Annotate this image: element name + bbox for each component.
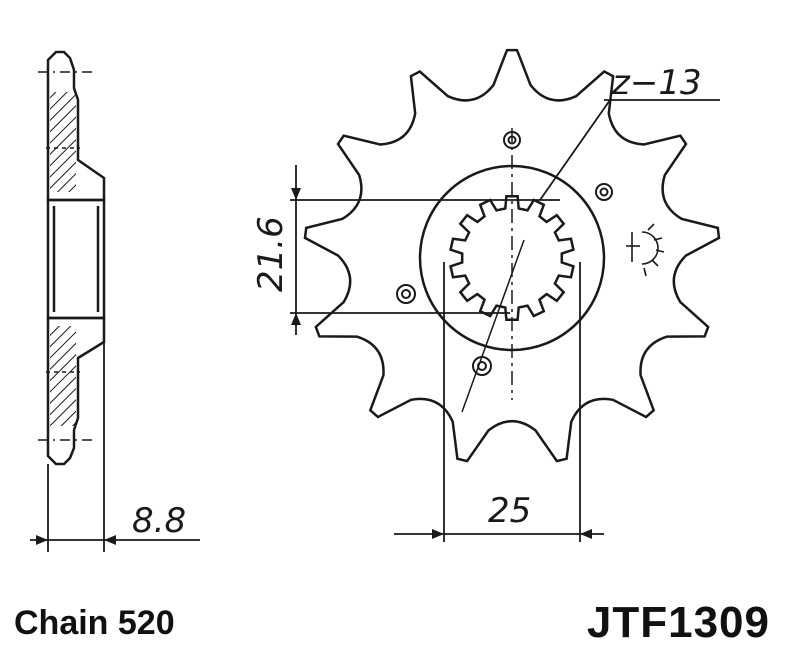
hardened-mark-icon — [626, 223, 665, 277]
tooth-count-label: z−13 — [611, 63, 702, 103]
splined-bore — [449, 194, 575, 322]
tooth-count-leader — [539, 99, 611, 201]
chain-size-caption: Chain 520 — [14, 604, 175, 642]
bolt-hole-right — [595, 183, 613, 201]
side-view-upper-hatch — [50, 92, 76, 192]
front-view — [290, 48, 721, 542]
bolt-hole-left — [396, 284, 416, 304]
side-view-lower-hatch — [50, 326, 76, 426]
side-view — [30, 50, 200, 552]
side-view-lower-tooth — [46, 316, 106, 466]
width-dimension-label: 8.8 — [132, 501, 186, 541]
bore-dimension-label: 21.6 — [251, 216, 291, 292]
side-view-hub — [46, 198, 106, 320]
sprocket-outline — [303, 48, 721, 463]
part-number-caption: JTF1309 — [586, 598, 770, 647]
center-dimension-label: 25 — [488, 491, 531, 531]
